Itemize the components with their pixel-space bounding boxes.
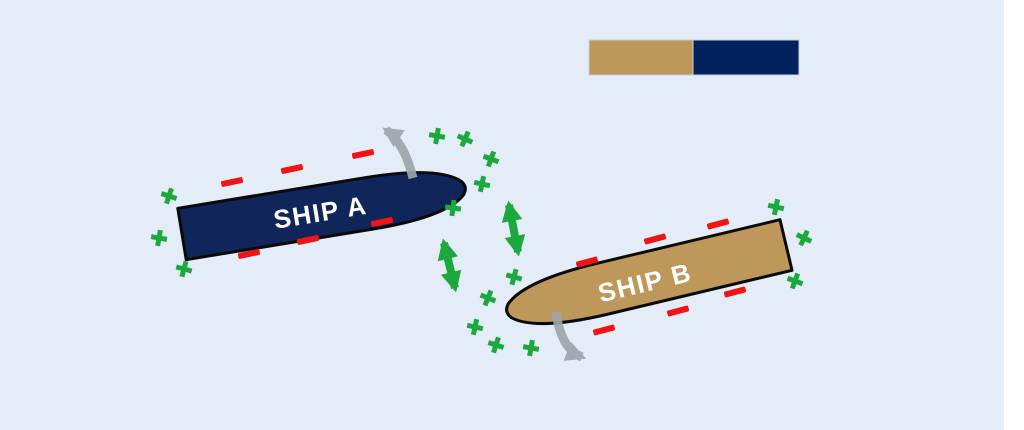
minus-marker — [723, 286, 747, 298]
turn-curved-arrow — [382, 126, 418, 180]
minus-marker — [370, 217, 394, 227]
plus-marker — [487, 336, 505, 354]
plus-marker — [456, 130, 474, 148]
legend — [588, 39, 800, 76]
minus-marker — [351, 149, 375, 159]
plus-marker — [795, 229, 813, 247]
plus-marker — [175, 260, 193, 278]
plus-marker — [150, 229, 168, 247]
minus-marker — [592, 324, 616, 336]
minus-marker — [706, 218, 730, 230]
plus-marker — [444, 199, 462, 217]
plus-marker — [160, 187, 178, 205]
plus-marker — [767, 198, 785, 216]
plus-marker — [786, 272, 804, 290]
interaction-double-arrow — [501, 200, 526, 257]
turn-arrows — [382, 126, 587, 362]
interaction-arrows — [437, 200, 526, 293]
plus-marker — [473, 175, 491, 193]
minus-marker — [220, 177, 244, 187]
plus-marker — [505, 268, 523, 286]
ship-a-hull — [176, 171, 467, 262]
turn-curved-arrow — [551, 311, 587, 362]
minus-marker — [643, 233, 667, 245]
ship-a: SHIP A — [176, 171, 467, 262]
minus-marker — [280, 164, 304, 174]
plus-marker — [479, 289, 497, 307]
minus-marker — [237, 249, 261, 259]
legend-ship-a-swatch — [692, 39, 800, 76]
minus-marker — [296, 235, 320, 245]
plus-marker — [482, 150, 500, 168]
plus-marker — [466, 318, 484, 336]
ship-b-hull — [505, 218, 794, 326]
plus-marker — [428, 127, 446, 145]
plus-marker — [522, 339, 540, 357]
interaction-double-arrow — [437, 238, 462, 293]
minus-marker — [666, 305, 690, 317]
minus-marker — [575, 256, 599, 268]
pressure-markers — [150, 127, 813, 357]
legend-ship-b-swatch — [588, 39, 694, 76]
